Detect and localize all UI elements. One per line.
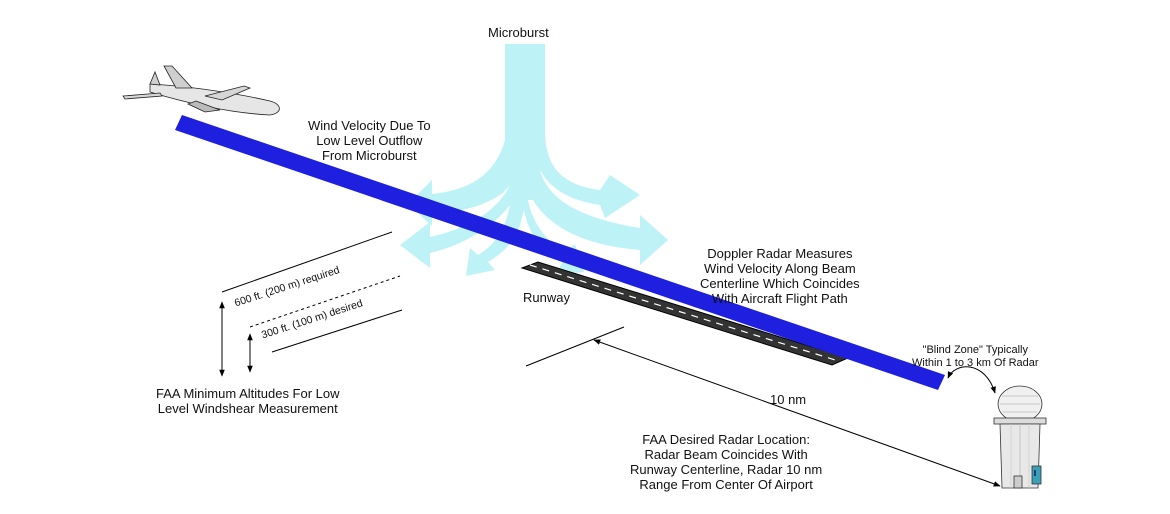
faa-desired-label: FAA Desired Radar Location: Radar Beam C… [630,432,823,492]
radar-beam [175,115,945,390]
faa-minimum-label: FAA Minimum Altitudes For Low Level Wind… [156,386,340,416]
altitude-reference [219,231,403,377]
doppler-label: Doppler Radar Measures Wind Velocity Alo… [700,246,860,306]
microburst-shape [400,44,668,276]
airplane-icon [122,65,280,116]
runway-label: Runway [523,290,570,305]
blind-zone-label: "Blind Zone" Typically Within 1 to 3 km … [912,344,1039,369]
blind-zone-arrow [947,366,996,394]
radar-tower-icon [993,385,1047,489]
distance-label: 10 nm [770,392,807,407]
distance-measure [525,326,1001,487]
microburst-label: Microburst [488,25,549,40]
wind-velocity-label: Wind Velocity Due To Low Level Outflow F… [308,118,431,163]
